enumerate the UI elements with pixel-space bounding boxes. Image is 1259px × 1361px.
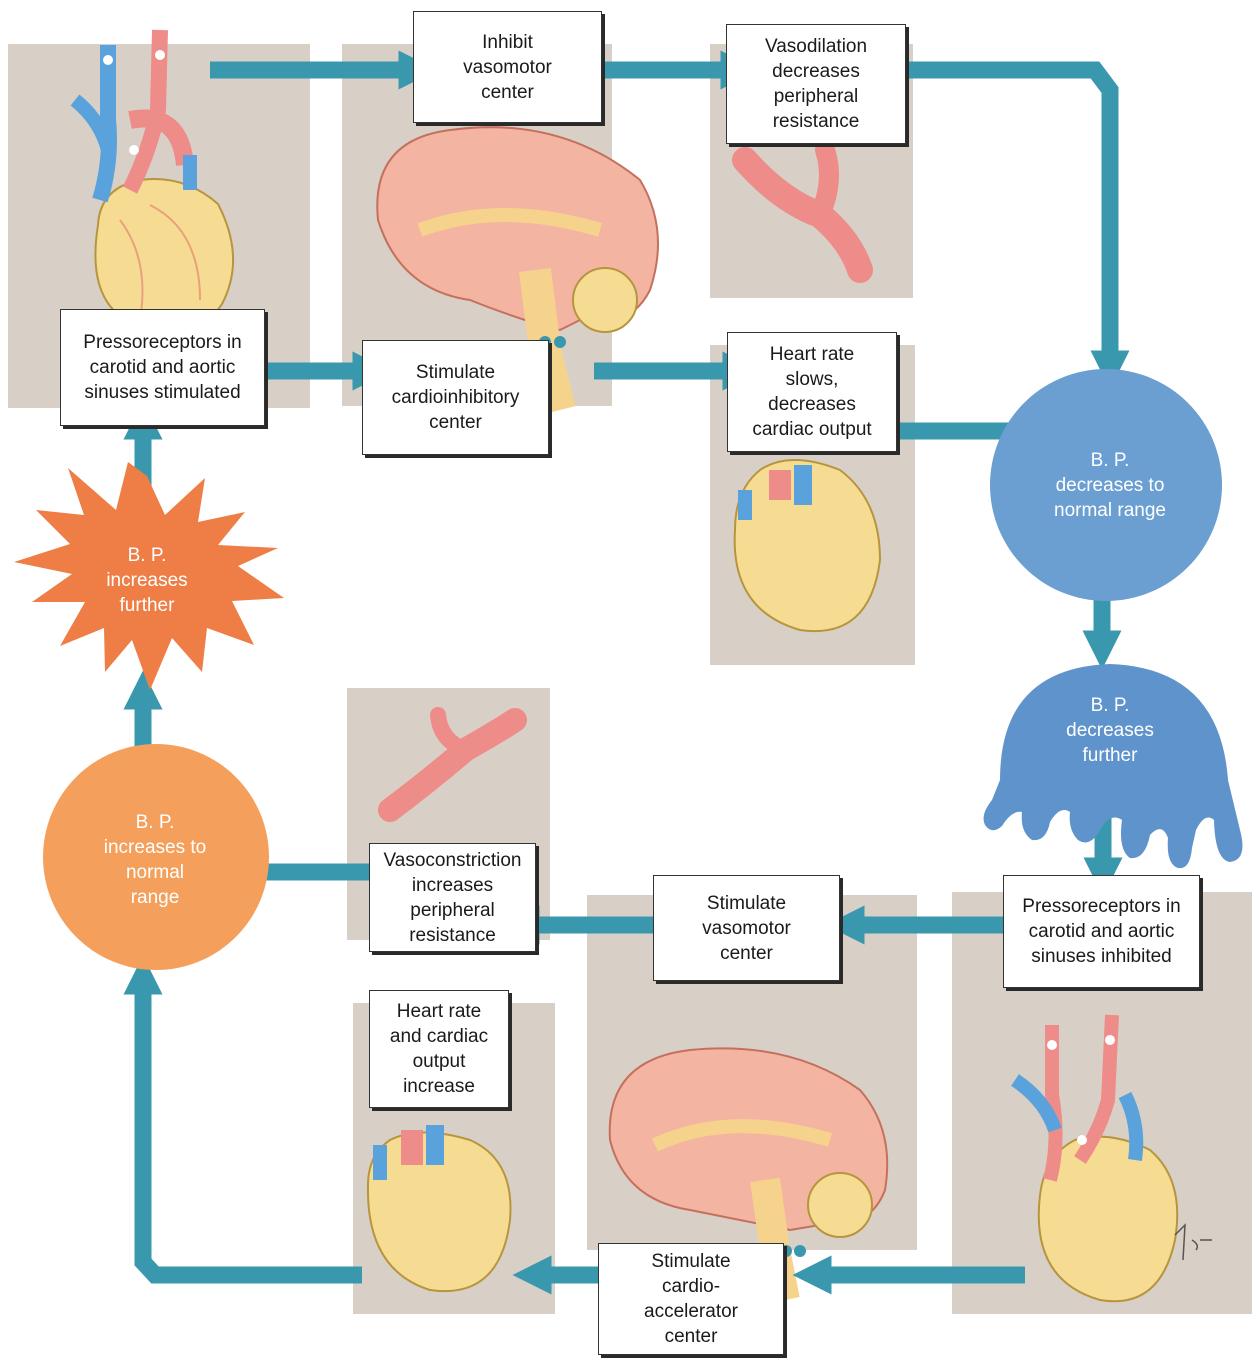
- heart-icon: [733, 459, 882, 633]
- blood-vessel-icon: [378, 707, 527, 822]
- arrow-heart-to-bp-increase: [123, 955, 362, 1284]
- bp-decreases-further-drip: [983, 664, 1243, 869]
- heart-icon: [70, 29, 235, 335]
- heart-icon: [366, 1125, 512, 1293]
- bp-increases-normal-circle: [43, 744, 269, 970]
- arrow-vasodilation-to-bp-decrease: [892, 61, 1130, 390]
- blood-vessel-icon: [732, 140, 873, 283]
- brain-icon: [608, 1047, 889, 1303]
- artist-signature: [1174, 1223, 1212, 1261]
- bp-decreases-normal-circle: [990, 369, 1222, 601]
- heart-icon: [1011, 1014, 1179, 1303]
- bp-increases-further-burst: [14, 462, 284, 690]
